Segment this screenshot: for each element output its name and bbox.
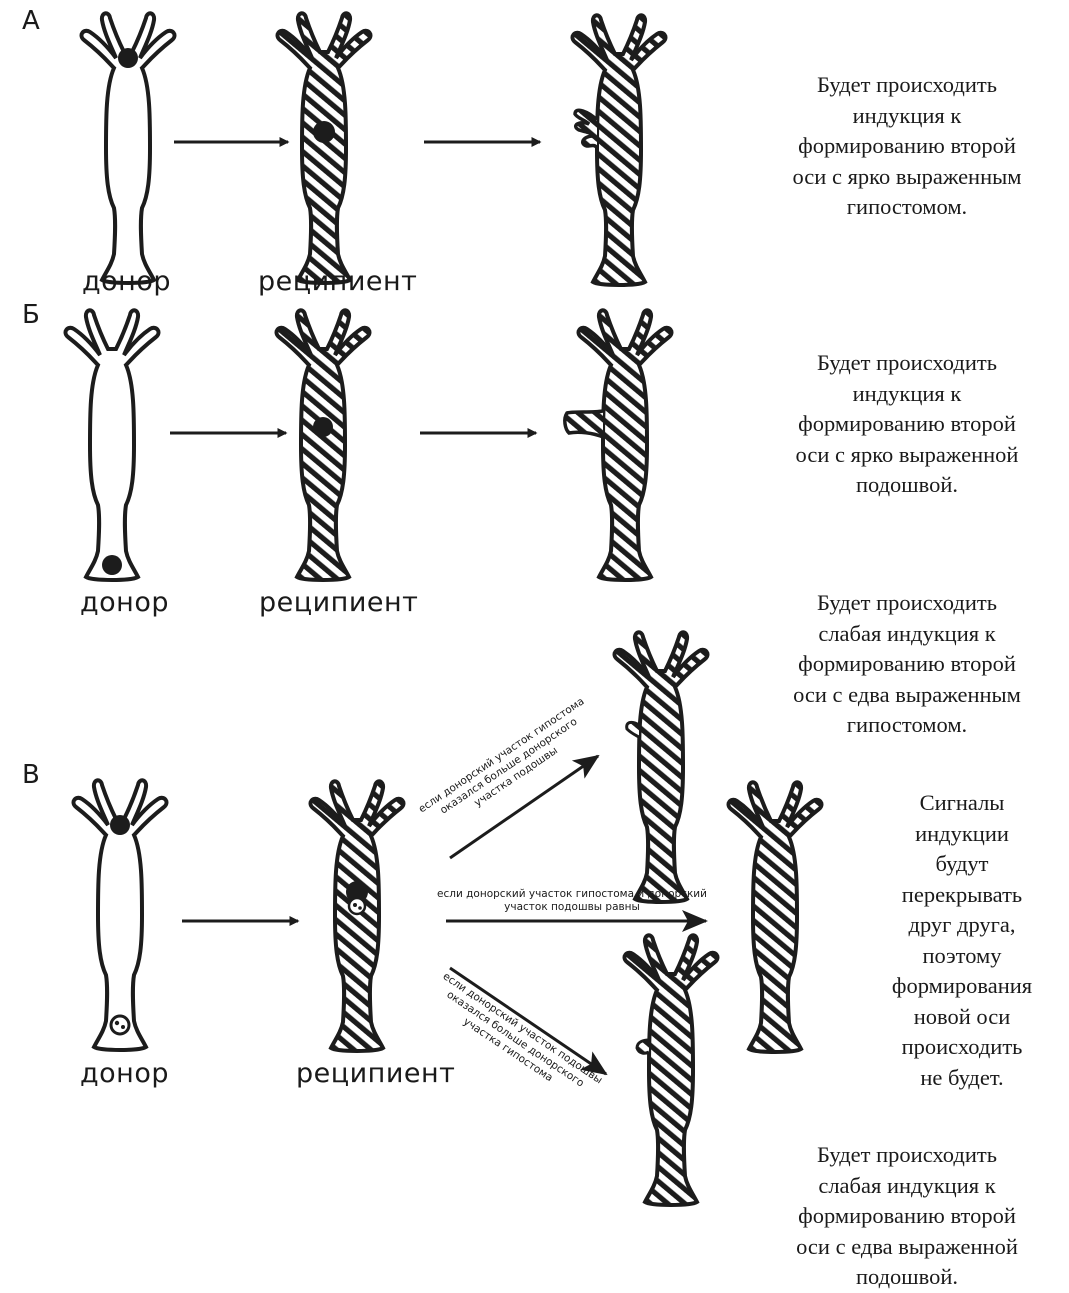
result-hydra-c-top (615, 632, 708, 902)
outcome-text-c-bottom: Будет происходить слабая индукция к форм… (762, 1140, 1052, 1293)
donor-foot-tissue-c (111, 1016, 129, 1034)
graft-foot-tissue-c (349, 898, 365, 914)
outcome-text-a: Будет происходить индукция к формировани… (762, 70, 1052, 223)
outcome-text-b: Будет происходить индукция к формировани… (762, 348, 1052, 501)
donor-foot-tissue-b (102, 555, 122, 575)
graft-tissue-a (313, 121, 335, 143)
donor-hydra-a (82, 13, 175, 283)
donor-label-a: донор (82, 266, 171, 297)
panel-a (82, 13, 666, 285)
recipient-label-b: реципиент (259, 587, 418, 618)
donor-label-c: донор (80, 1058, 169, 1089)
secondary-foot-b (565, 411, 603, 437)
panel-letter-a: А (22, 6, 40, 36)
result-hydra-a (573, 15, 666, 285)
graft-tissue-b (313, 417, 333, 437)
panel-b (66, 310, 672, 580)
recipient-hydra-a (278, 13, 371, 283)
result-hydra-c-middle (729, 782, 822, 1052)
weak-secondary-foot (637, 1040, 649, 1053)
outcome-text-c-middle: Сигналы индукции будут перекрывать друг … (862, 788, 1062, 1093)
weak-secondary-head (627, 722, 639, 737)
recipient-hydra-c (311, 781, 404, 1051)
branch-label-equal: если донорский участок гипостома и донор… (430, 888, 714, 914)
recipient-label-c: реципиент (296, 1058, 455, 1089)
donor-hydra-c (74, 780, 167, 1050)
secondary-head-a (575, 110, 597, 148)
panel-letter-c: В (22, 760, 40, 790)
panel-c (74, 632, 822, 1205)
donor-hypostome-tissue-c (110, 815, 130, 835)
recipient-hydra-b (277, 310, 370, 580)
panel-letter-b: Б (22, 300, 40, 330)
result-hydra-c-bottom (625, 935, 718, 1205)
recipient-label-a: реципиент (258, 266, 417, 297)
donor-label-b: донор (80, 587, 169, 618)
result-hydra-b (565, 310, 672, 580)
donor-hydra-b (66, 310, 159, 580)
outcome-text-c-top: Будет происходить слабая индукция к форм… (762, 588, 1052, 741)
donor-hypostome-tissue-a (118, 48, 138, 68)
